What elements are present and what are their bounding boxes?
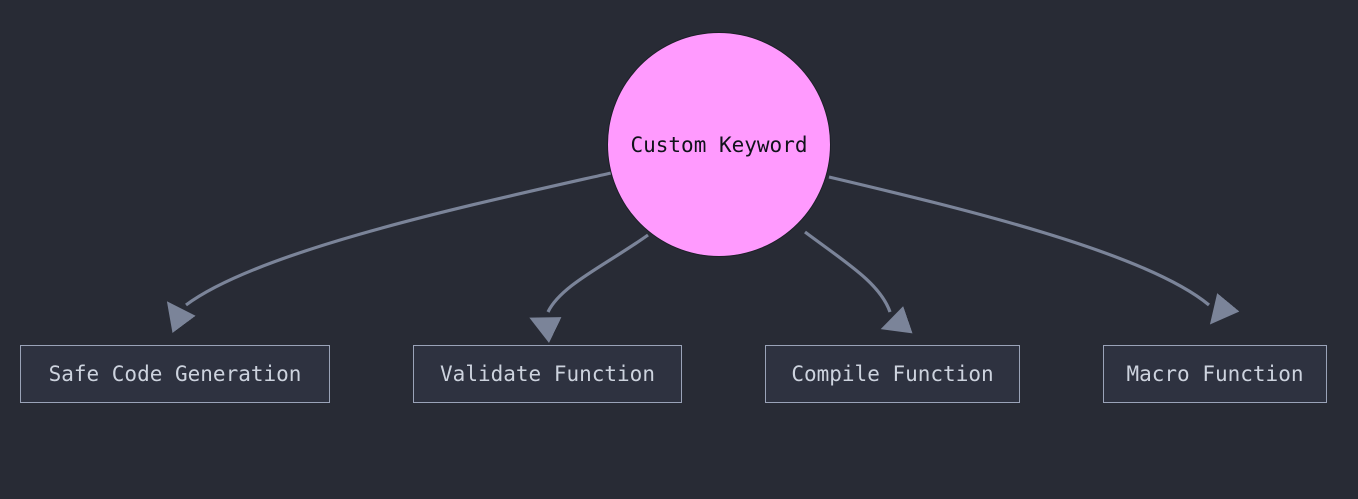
node-macro-function[interactable]: Macro Function [1103,345,1327,403]
edge-custom-keyword-to-safe-code-generation [166,171,612,333]
node-safe-code-generation-label: Safe Code Generation [48,362,302,386]
node-validate-function[interactable]: Validate Function [413,345,682,403]
edge-custom-keyword-to-macro-function [828,175,1240,325]
node-compile-function-label: Compile Function [791,362,994,386]
node-validate-function-label: Validate Function [440,362,655,386]
node-custom-keyword-label: Custom Keyword [630,132,808,157]
edge-custom-keyword-to-validate-function [529,233,649,344]
edge-custom-keyword-to-compile-function [804,230,913,334]
node-macro-function-label: Macro Function [1126,362,1304,386]
node-safe-code-generation[interactable]: Safe Code Generation [20,345,330,403]
node-custom-keyword[interactable]: Custom Keyword [607,32,831,257]
node-compile-function[interactable]: Compile Function [765,345,1020,403]
